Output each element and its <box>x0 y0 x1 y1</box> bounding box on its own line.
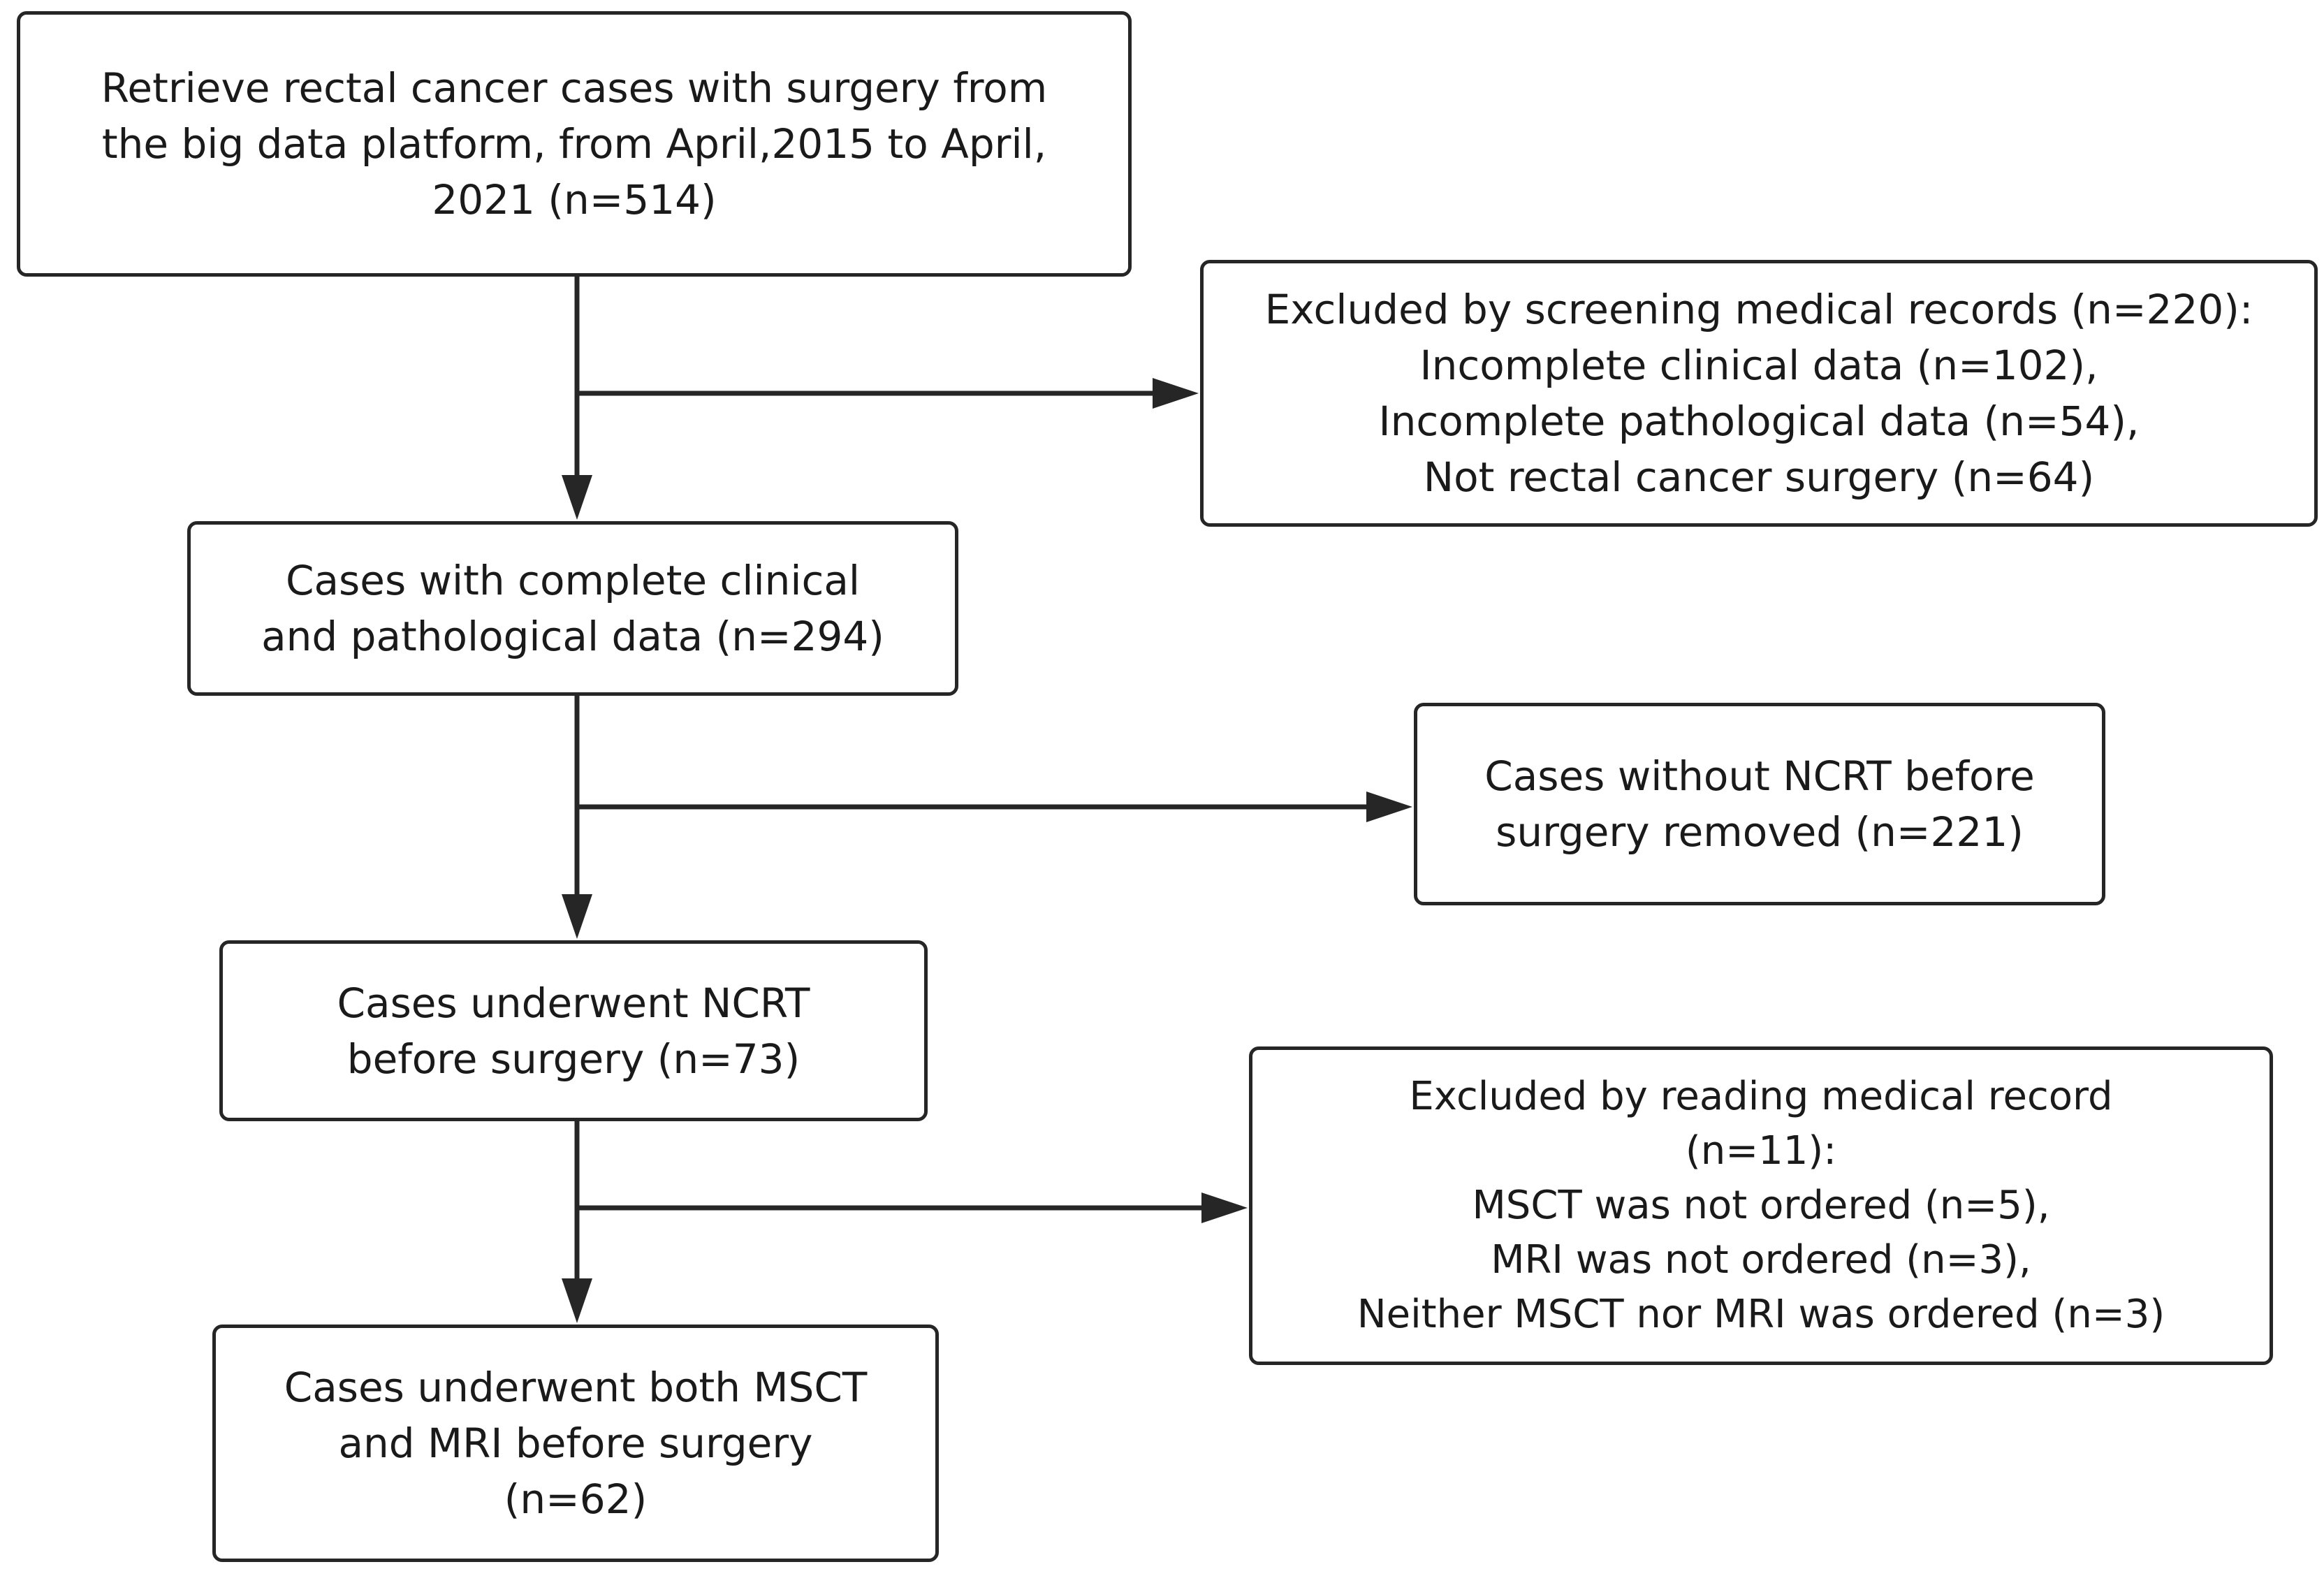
arrowhead-both <box>562 1278 592 1323</box>
exclusion-no-ncrt-line-2: surgery removed (n=221) <box>1496 808 2024 856</box>
step-ncrt-box: Cases underwent NCRT before surgery (n=7… <box>219 940 928 1121</box>
exclusion-screening-line-3: Incomplete pathological data (n=54), <box>1378 397 2140 445</box>
exclusion-reading-line-5: Neither MSCT nor MRI was ordered (n=3) <box>1357 1292 2165 1337</box>
exclusion-no-ncrt-line-1: Cases without NCRT before <box>1484 752 2035 800</box>
step-retrieve-box: Retrieve rectal cancer cases with surger… <box>17 11 1132 277</box>
step-ncrt-line-2: before surgery (n=73) <box>346 1035 801 1083</box>
exclusion-screening-line-4: Not rectal cancer surgery (n=64) <box>1423 453 2095 501</box>
exclusion-reading-box: Excluded by reading medical record (n=11… <box>1249 1046 2273 1365</box>
arrowhead-reading-exclusion <box>1201 1192 1248 1223</box>
exclusion-reading-line-3: MSCT was not ordered (n=5), <box>1472 1183 2050 1228</box>
step-complete-line-2: and pathological data (n=294) <box>261 613 884 660</box>
step-retrieve-line-3: 2021 (n=514) <box>432 176 717 224</box>
exclusion-screening-line-2: Incomplete clinical data (n=102), <box>1419 342 2098 389</box>
exclusion-reading-line-1: Excluded by reading medical record <box>1409 1074 2113 1119</box>
step-complete-line-1: Cases with complete clinical <box>286 557 860 604</box>
arrowhead-screening-exclusion <box>1153 378 1199 409</box>
step-both-line-1: Cases underwent both MSCT <box>284 1364 868 1411</box>
arrowhead-complete <box>562 475 592 520</box>
arrowhead-no-ncrt-exclusion <box>1366 791 1412 822</box>
exclusion-reading-line-2: (n=11): <box>1685 1128 1837 1174</box>
step-retrieve-line-2: the big data platform, from April,2015 t… <box>101 120 1047 168</box>
arrowhead-ncrt <box>562 894 592 939</box>
step-both-line-2: and MRI before surgery <box>338 1420 813 1467</box>
step-both-imaging-box: Cases underwent both MSCT and MRI before… <box>212 1325 939 1562</box>
exclusion-no-ncrt-box: Cases without NCRT before surgery remove… <box>1414 703 2105 905</box>
exclusion-reading-line-4: MRI was not ordered (n=3), <box>1491 1237 2031 1283</box>
exclusion-screening-line-1: Excluded by screening medical records (n… <box>1264 286 2253 333</box>
step-both-line-3: (n=62) <box>504 1475 648 1523</box>
step-complete-data-box: Cases with complete clinical and patholo… <box>187 521 958 696</box>
step-ncrt-line-1: Cases underwent NCRT <box>337 979 810 1027</box>
exclusion-screening-box: Excluded by screening medical records (n… <box>1200 260 2318 527</box>
step-retrieve-line-1: Retrieve rectal cancer cases with surger… <box>101 64 1048 112</box>
